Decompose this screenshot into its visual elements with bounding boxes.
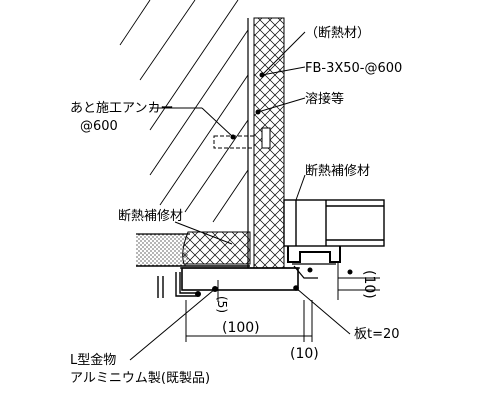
label-plate: 板t=20 [354, 327, 400, 342]
label-welding: 溶接等 [305, 91, 344, 107]
dimension-10-bottom: (10) [290, 346, 319, 362]
floor-slab [136, 233, 250, 267]
dimension-100: (100) [222, 320, 260, 336]
dimension-10-right: (10) [361, 270, 377, 299]
base-plate [180, 267, 300, 291]
aluminum-frame [283, 199, 385, 291]
label-post-anchor: あと施工アンカー [70, 101, 173, 116]
concrete-hatch [119, 0, 249, 223]
label-flat-bar: FB-3X50-@600 [305, 61, 402, 76]
label-insulation-material: （断熱材） [305, 26, 370, 41]
label-insulation-repair-left: 断熱補修材 [118, 209, 183, 224]
l-bracket [157, 272, 218, 298]
dimension-lines [185, 262, 380, 342]
leader-lines [129, 31, 351, 361]
label-l-bracket: L型金物 [70, 352, 116, 368]
label-post-anchor-spacing: @600 [80, 119, 118, 134]
dimension-5: (5) [215, 296, 229, 313]
label-aluminum-product: アルミニウム製(既製品) [70, 371, 210, 386]
label-insulation-repair-right: 断熱補修材 [305, 164, 370, 179]
floor-insulation-repair [182, 231, 251, 265]
